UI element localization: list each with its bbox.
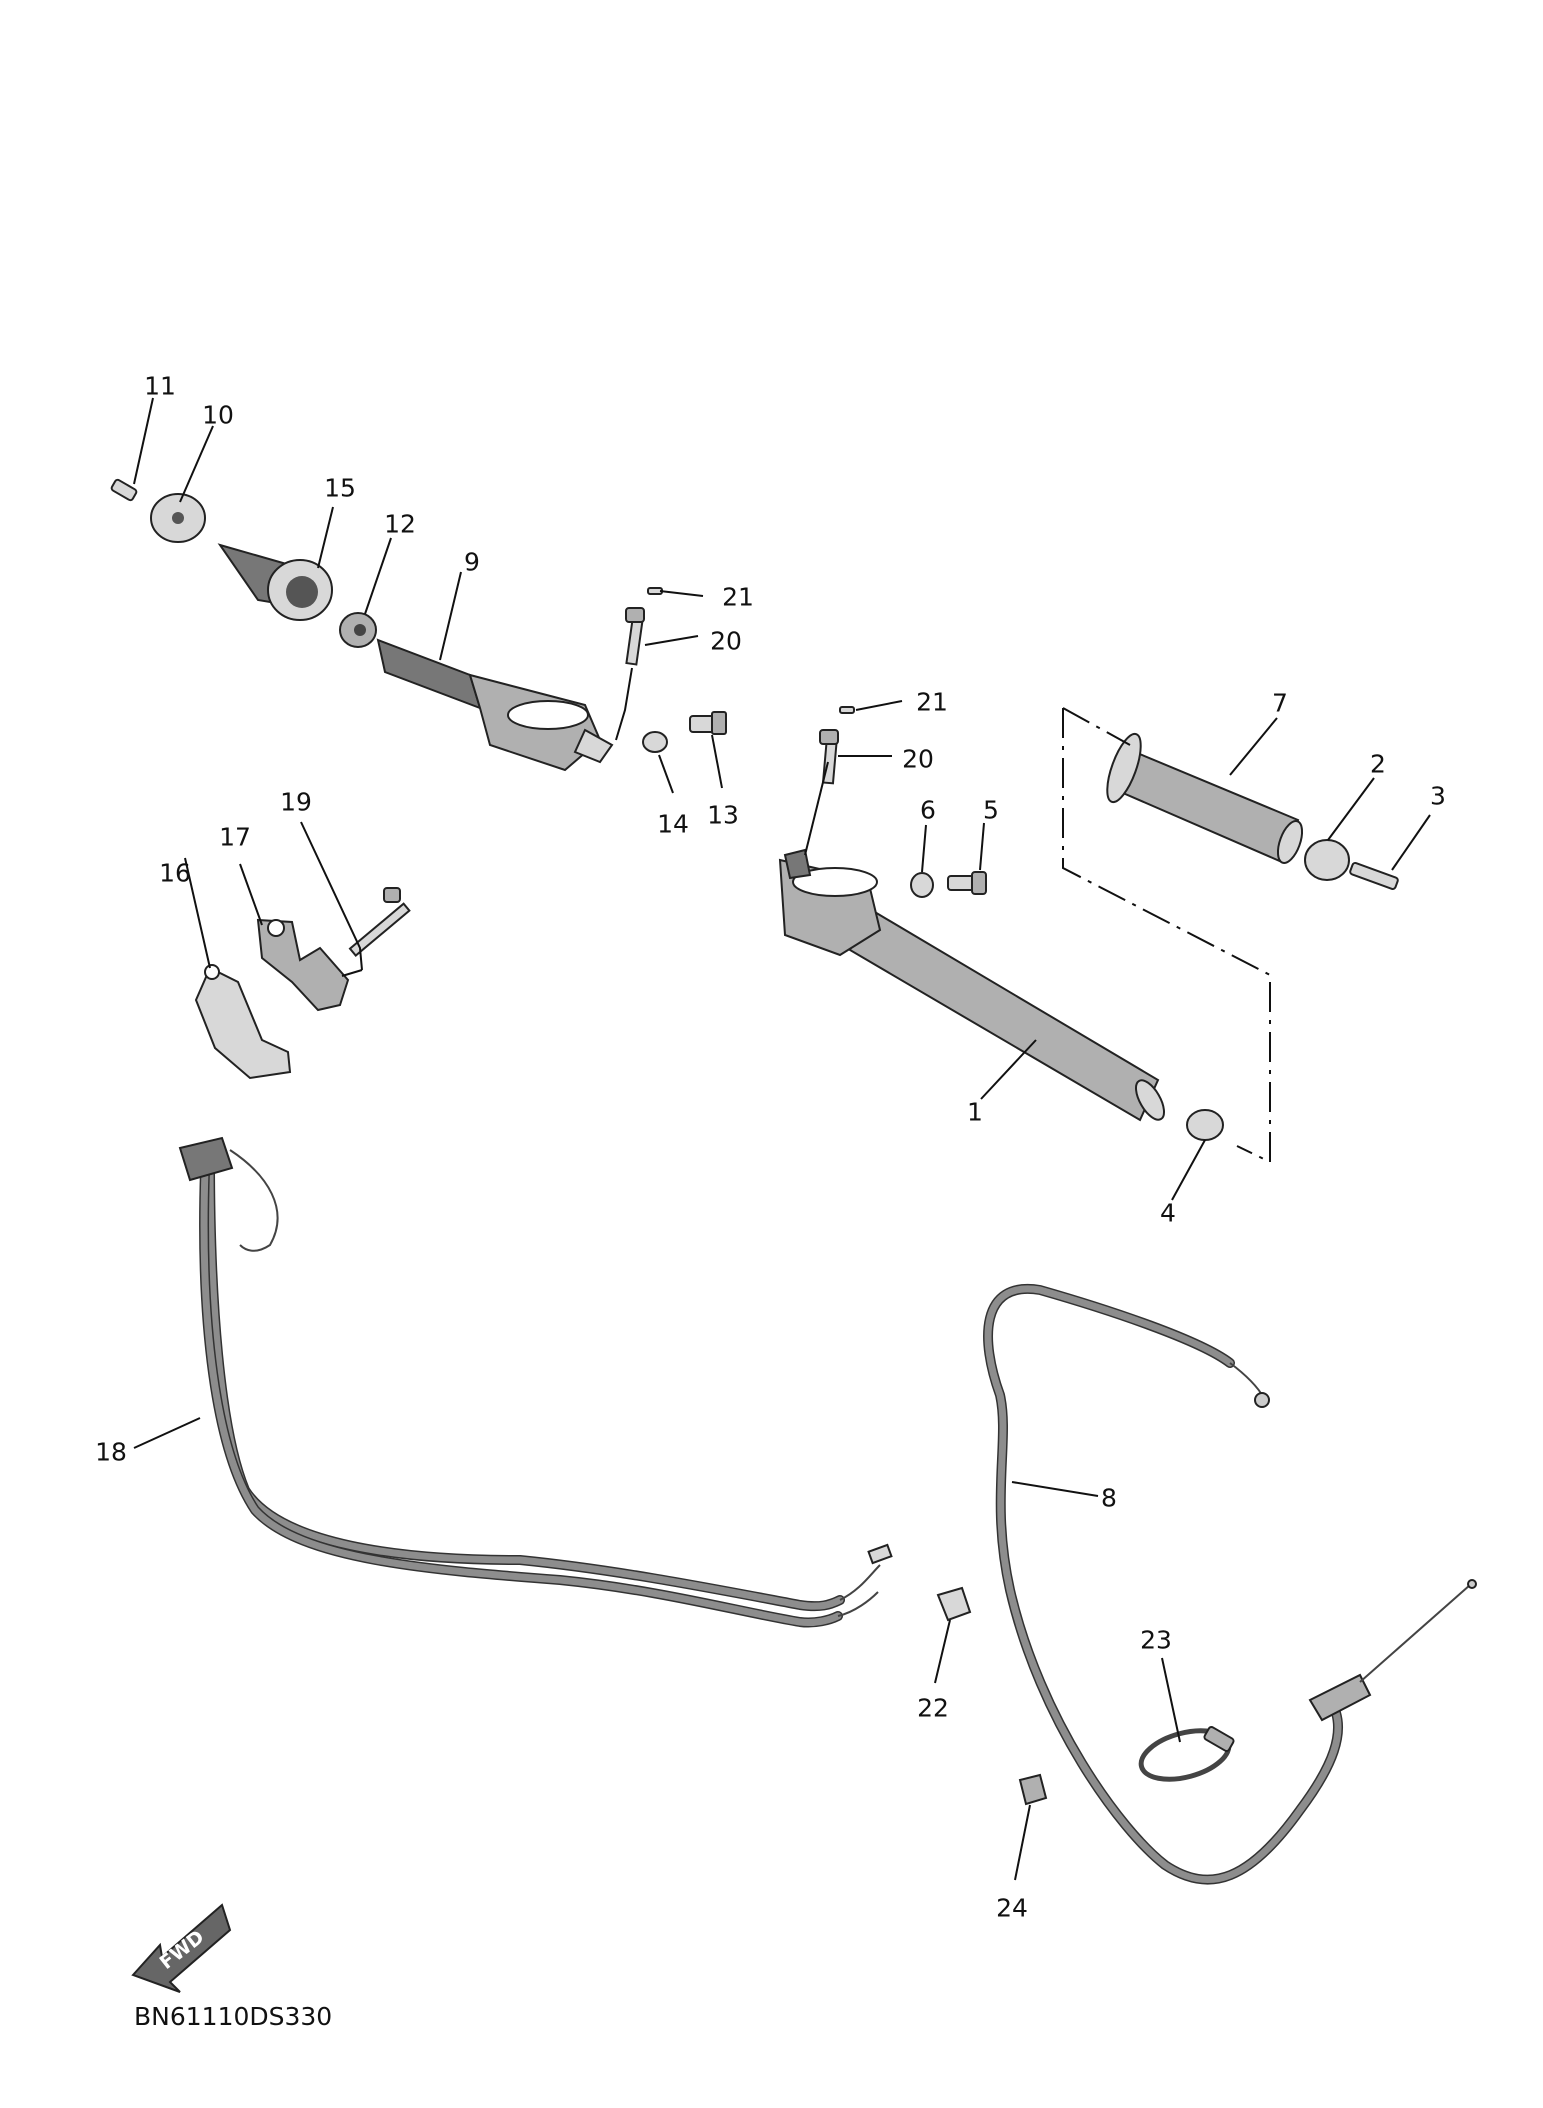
callout-16: 16: [159, 859, 191, 888]
part-7-right-grip: [1106, 732, 1304, 864]
callout-9: 9: [464, 548, 480, 577]
callout-19: 19: [280, 788, 312, 817]
part-20-right-clamp-bolt: [819, 729, 839, 785]
part-22-cable-clamp: [936, 1586, 972, 1622]
callout-22: 22: [917, 1694, 949, 1723]
callout-10: 10: [202, 401, 234, 430]
callout-23: 23: [1140, 1626, 1172, 1655]
diagram-reference-code: BN61110DS330: [134, 2002, 332, 2031]
leader-lines: [133, 397, 1431, 1881]
part-21-left-retainer: [647, 587, 663, 595]
callout-3: 3: [1430, 782, 1446, 811]
part-17-switch-holder: [256, 918, 350, 1012]
callout-labels: 1 2 3 4 5 6 7 8 9 10 11 12 13 14 15 16 1…: [95, 372, 1446, 1923]
part-21-right-retainer: [839, 706, 855, 714]
callout-20-right: 20: [902, 745, 934, 774]
part-18-throttle-cables: [178, 1136, 893, 1628]
callout-24: 24: [996, 1894, 1028, 1923]
callout-21-left: 21: [722, 583, 754, 612]
part-4-inner-weight: [1186, 1109, 1224, 1141]
part-10-bar-end-weight: [150, 493, 206, 543]
callout-12: 12: [384, 510, 416, 539]
part-16-switch-bracket: [194, 964, 292, 1080]
part-20-left-clamp-bolt: [625, 607, 645, 666]
part-14-washer: [642, 731, 668, 753]
part-13-bolt: [689, 711, 727, 735]
callout-13: 13: [707, 801, 739, 830]
callout-20-left: 20: [710, 627, 742, 656]
part-1-right-handlebar: [778, 848, 1165, 1122]
callout-1: 1: [967, 1098, 983, 1127]
callout-2: 2: [1370, 750, 1386, 779]
part-5-bolt: [947, 871, 987, 895]
callout-5: 5: [983, 796, 999, 825]
part-23-cable-band: [1138, 1726, 1235, 1782]
part-9-left-handlebar: [376, 638, 614, 772]
part-15-left-grip: [217, 543, 333, 621]
callout-8: 8: [1101, 1484, 1117, 1513]
part-8-clutch-cable: [983, 1283, 1477, 1885]
part-24-cable-clip: [1018, 1773, 1048, 1806]
part-6-washer: [910, 872, 934, 898]
part-12-collar: [339, 612, 377, 648]
part-2-bar-end-weight: [1304, 839, 1350, 881]
forward-direction-arrow-icon: FWD: [131, 1903, 232, 1993]
callout-4: 4: [1160, 1199, 1176, 1228]
callout-6: 6: [920, 796, 936, 825]
callout-17: 17: [219, 823, 251, 852]
part-11-bar-end-screw: [110, 478, 138, 502]
assembly-chain-line: [1062, 707, 1271, 1164]
callout-18: 18: [95, 1438, 127, 1467]
callout-15: 15: [324, 474, 356, 503]
callout-11: 11: [144, 372, 176, 401]
part-19-screw: [348, 887, 411, 957]
callout-14: 14: [657, 810, 689, 839]
callout-7: 7: [1272, 689, 1288, 718]
part-3-bar-end-screw: [1349, 861, 1399, 891]
callout-21-right: 21: [916, 688, 948, 717]
